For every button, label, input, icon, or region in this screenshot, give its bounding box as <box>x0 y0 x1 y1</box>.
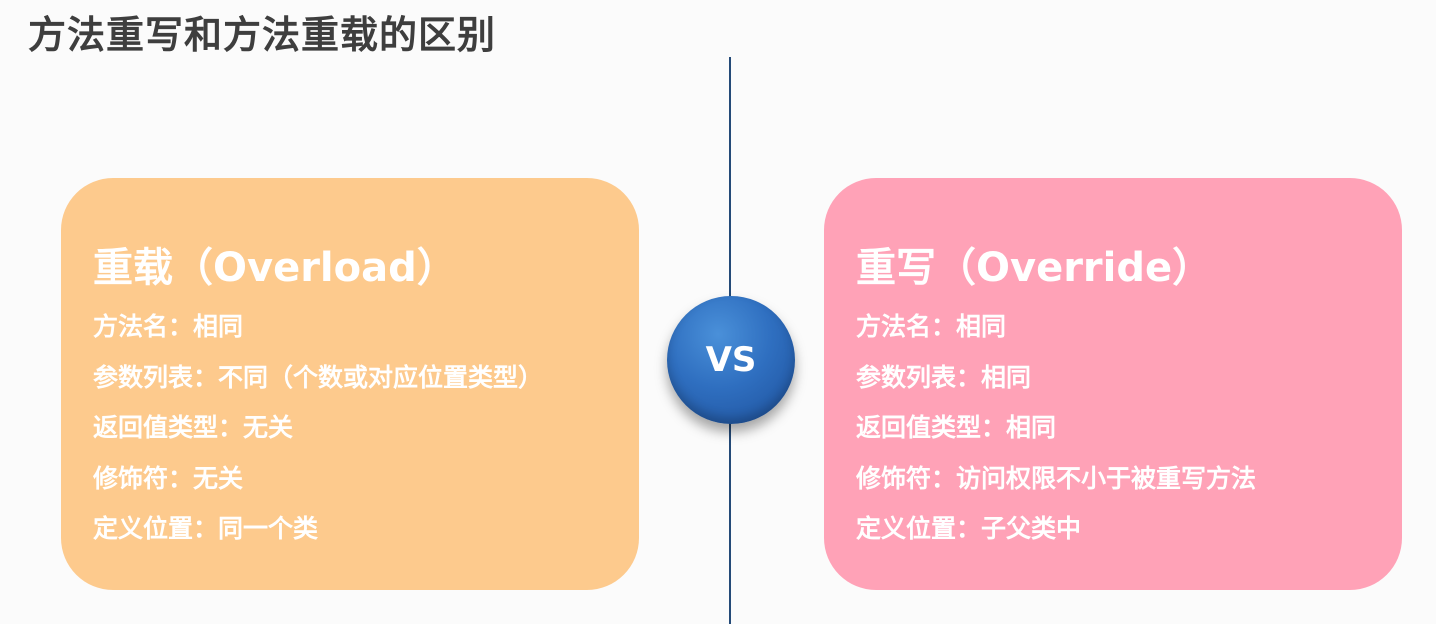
overload-heading: 重载（Overload） <box>93 245 457 291</box>
override-row-return-type: 返回值类型：相同 <box>856 413 1057 442</box>
override-heading: 重写（Override） <box>856 245 1213 291</box>
override-card: 重写（Override） 方法名：相同 参数列表：相同 返回值类型：相同 修饰符… <box>824 178 1402 590</box>
vs-badge: VS <box>667 296 795 424</box>
overload-row-modifier: 修饰符：无关 <box>93 463 244 493</box>
override-row-param-list: 参数列表：相同 <box>856 362 1032 392</box>
overload-row-param-list: 参数列表：不同（个数或对应位置类型） <box>93 362 544 392</box>
override-row-location: 定义位置：子父类中 <box>856 514 1082 543</box>
override-row-modifier: 修饰符：访问权限不小于被重写方法 <box>856 463 1257 493</box>
overload-card: 重载（Overload） 方法名：相同 参数列表：不同（个数或对应位置类型） 返… <box>61 178 639 590</box>
overload-row-return-type: 返回值类型：无关 <box>93 413 294 442</box>
vs-label: VS <box>705 340 757 380</box>
overload-row-method-name: 方法名：相同 <box>93 312 244 341</box>
overload-row-location: 定义位置：同一个类 <box>93 514 319 543</box>
page-title: 方法重写和方法重载的区别 <box>28 13 497 57</box>
override-row-method-name: 方法名：相同 <box>856 312 1007 341</box>
